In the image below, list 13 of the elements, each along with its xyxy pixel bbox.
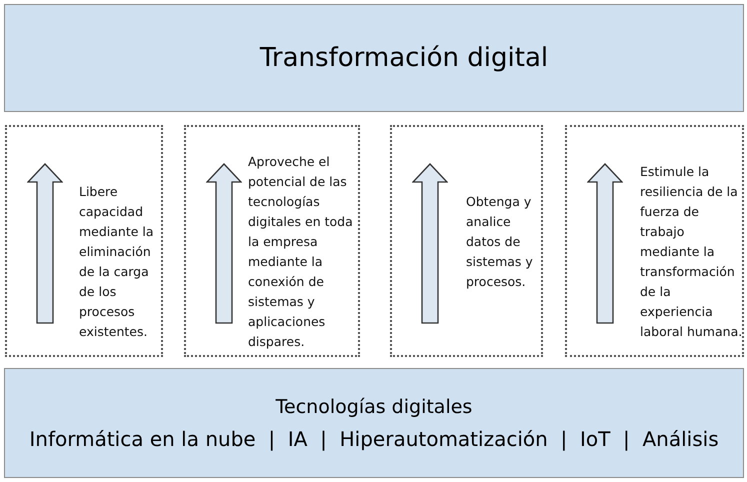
dotted-panel <box>390 125 543 357</box>
dotted-panel <box>184 125 360 357</box>
dotted-panel <box>5 125 163 357</box>
heading-text: Tecnologías digitales <box>276 395 472 420</box>
description-text: Estimule la resiliencia de la fuerza de trabajo mediante la transformación de la experiencia laboral humana. <box>640 163 744 341</box>
technology-list: Informática en la nube | IA | Hiperautomatización | IoT | Análisis <box>29 423 719 455</box>
heading-text: Transformación digital <box>260 43 548 73</box>
title-band <box>4 4 744 112</box>
dotted-panel <box>565 125 744 357</box>
description-text: Aproveche el potencial de las tecnologías digitales en toda la empresa mediante la conexión de sistemas y aplicaciones dispares. <box>248 153 354 351</box>
description-text: Libere capacidad mediante la eliminación de la carga de los procesos existentes. <box>79 183 155 341</box>
description-text: Obtenga y analice datos de sistemas y procesos. <box>466 193 534 291</box>
title-band <box>4 368 744 478</box>
